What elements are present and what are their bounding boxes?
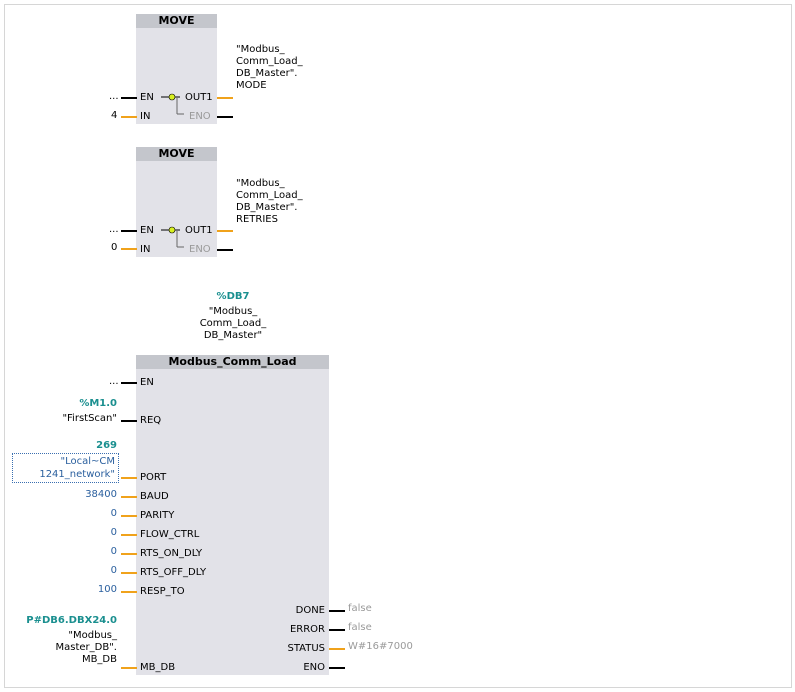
- flow-ctrl-pin: FLOW_CTRL: [140, 529, 200, 540]
- baud-wire: [121, 496, 137, 498]
- rts-on-dly-pin: RTS_ON_DLY: [140, 548, 203, 559]
- operand-line: RETRIES: [236, 214, 278, 225]
- mb-db-value[interactable]: "Modbus_ Master_DB". MB_DB: [20, 630, 118, 666]
- mb-db-value-line: Master_DB".: [55, 642, 118, 653]
- move2-en-value[interactable]: ...: [109, 224, 119, 235]
- move2-en-pin: EN: [140, 225, 154, 236]
- move2-power-flow-icon: [161, 226, 184, 248]
- operand-line: MODE: [236, 80, 267, 91]
- port-value-line: 1241_network": [39, 469, 115, 480]
- status-pin: STATUS: [287, 643, 325, 654]
- move1-en-wire: [121, 97, 137, 99]
- comm-load-en-pin: EN: [140, 377, 154, 388]
- move-block-2-title: MOVE: [136, 147, 217, 161]
- move2-en-wire: [121, 230, 137, 232]
- move2-in-wire: [121, 248, 137, 250]
- done-wire: [329, 610, 345, 612]
- error-wire: [329, 629, 345, 631]
- comm-load-en-value[interactable]: ...: [109, 376, 119, 387]
- move1-out-wire: [217, 97, 233, 99]
- move2-out-operand[interactable]: "Modbus_ Comm_Load_ DB_Master". RETRIES: [236, 178, 303, 226]
- mb-db-value-line: MB_DB: [81, 654, 117, 665]
- mb-db-wire: [121, 667, 137, 669]
- move1-out-operand[interactable]: "Modbus_ Comm_Load_ DB_Master". MODE: [236, 44, 303, 92]
- rts-on-dly-wire: [121, 553, 137, 555]
- baud-pin: BAUD: [140, 491, 169, 502]
- port-pin: PORT: [140, 472, 167, 483]
- parity-value[interactable]: 0: [110, 508, 117, 519]
- db-name-line: DB_Master": [203, 330, 263, 341]
- move1-en-value[interactable]: ...: [109, 91, 119, 102]
- operand-line: "Modbus_: [236, 44, 285, 55]
- move1-eno-wire: [217, 116, 233, 118]
- error-value[interactable]: false: [348, 622, 372, 633]
- move1-out-pin: OUT1: [185, 92, 213, 103]
- status-wire: [329, 648, 345, 650]
- flow-ctrl-value[interactable]: 0: [110, 527, 117, 538]
- db-name-line: "Modbus_: [208, 306, 258, 317]
- operand-line: DB_Master".: [236, 202, 298, 213]
- move1-en-pin: EN: [140, 92, 154, 103]
- req-wire: [121, 420, 137, 422]
- operand-line: DB_Master".: [236, 68, 298, 79]
- operand-line: Comm_Load_: [236, 190, 303, 201]
- baud-value[interactable]: 38400: [85, 489, 117, 500]
- move2-out-pin: OUT1: [185, 225, 213, 236]
- move1-power-flow-icon: [161, 93, 184, 115]
- req-value[interactable]: "FirstScan": [62, 413, 117, 424]
- mb-db-address: P#DB6.DBX24.0: [26, 615, 117, 626]
- move-block-1-title: MOVE: [136, 14, 217, 28]
- resp-to-wire: [121, 591, 137, 593]
- eno-pin: ENO: [303, 662, 325, 673]
- move1-in-value[interactable]: 4: [111, 110, 118, 121]
- move2-in-value[interactable]: 0: [111, 242, 118, 253]
- move2-out-wire: [217, 230, 233, 232]
- resp-to-value[interactable]: 100: [97, 584, 117, 595]
- flow-ctrl-wire: [121, 534, 137, 536]
- move2-eno-pin: ENO: [189, 244, 211, 255]
- comm-load-db-address: %DB7: [216, 291, 250, 302]
- db-name-line: Comm_Load_: [199, 318, 267, 329]
- modbus-comm-load-block[interactable]: Modbus_Comm_Load: [136, 355, 329, 675]
- move1-in-wire: [121, 116, 137, 118]
- rts-on-dly-value[interactable]: 0: [110, 546, 117, 557]
- move1-in-pin: IN: [140, 111, 151, 122]
- move2-eno-wire: [217, 249, 233, 251]
- comm-load-en-wire: [121, 382, 137, 384]
- eno-wire: [329, 667, 345, 669]
- port-wire: [121, 477, 137, 479]
- modbus-comm-load-title: Modbus_Comm_Load: [136, 355, 329, 369]
- ladder-network-frame: [4, 4, 792, 688]
- resp-to-pin: RESP_TO: [140, 586, 185, 597]
- move2-in-pin: IN: [140, 244, 151, 255]
- operand-line: Comm_Load_: [236, 56, 303, 67]
- port-value-box[interactable]: "Local~CM 1241_network": [12, 453, 119, 483]
- req-pin: REQ: [140, 415, 162, 426]
- mb-db-pin: MB_DB: [140, 662, 176, 673]
- rts-off-dly-value[interactable]: 0: [110, 565, 117, 576]
- port-value-line: "Local~CM: [60, 456, 115, 467]
- comm-load-db-name[interactable]: "Modbus_ Comm_Load_ DB_Master": [183, 306, 283, 342]
- mb-db-value-line: "Modbus_: [68, 630, 117, 641]
- parity-wire: [121, 515, 137, 517]
- move1-eno-pin: ENO: [189, 111, 211, 122]
- req-address: %M1.0: [79, 398, 117, 409]
- status-value[interactable]: W#16#7000: [348, 641, 413, 652]
- parity-pin: PARITY: [140, 510, 175, 521]
- done-value[interactable]: false: [348, 603, 372, 614]
- rts-off-dly-wire: [121, 572, 137, 574]
- done-pin: DONE: [295, 605, 325, 616]
- operand-line: "Modbus_: [236, 178, 285, 189]
- rts-off-dly-pin: RTS_OFF_DLY: [140, 567, 207, 578]
- port-address: 269: [96, 440, 117, 451]
- error-pin: ERROR: [289, 624, 325, 635]
